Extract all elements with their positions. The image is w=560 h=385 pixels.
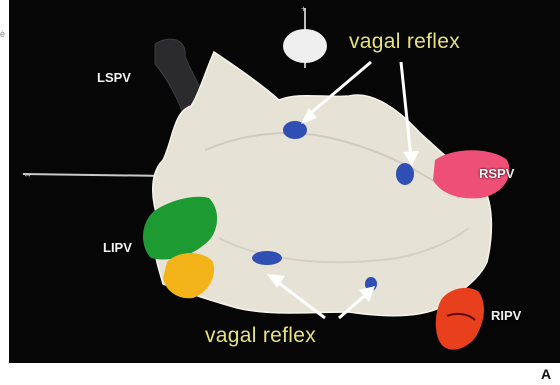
left-catheter-marker: ↔ [23,169,32,179]
vagal-reflex-label-top: vagal reflex [349,30,460,54]
ripv-label: RIPV [491,308,521,323]
catheter-tip-marker: + [301,4,306,14]
ablation-cluster-lower-left [252,251,282,265]
vagal-reflex-label-bottom: vagal reflex [205,324,316,348]
rspv-label: RSPV [479,166,514,181]
left-catheter-line [23,174,169,176]
atrial-map-graphic: + ↔ [9,0,560,363]
ablation-cluster-upper-right [396,163,414,185]
lipv-label: LIPV [103,240,132,255]
electroanatomic-map-figure: + ↔ [9,0,560,363]
panel-letter: A [541,366,551,382]
lspv-label: LSPV [97,70,131,85]
ablation-cluster-upper-left [283,121,307,139]
catheter-balloon [283,29,327,63]
cropped-edge-glyph: è [0,29,6,39]
